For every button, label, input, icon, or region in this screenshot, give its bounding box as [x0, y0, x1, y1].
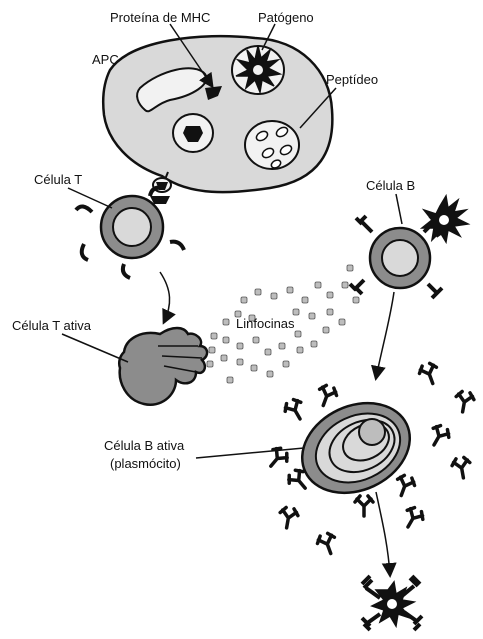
lymphokine-dot — [297, 347, 303, 353]
b-cell-activation-arrow — [376, 292, 394, 378]
b-cell — [370, 228, 430, 288]
lymphokine-dot — [293, 309, 299, 315]
label-apc: APC — [92, 52, 119, 67]
lymphokine-dot — [251, 365, 257, 371]
antibody-icon — [400, 505, 426, 531]
lymphokine-dot — [227, 377, 233, 383]
antibody-icon — [355, 496, 373, 516]
antibody-icon — [278, 507, 299, 530]
lymphokine-dot — [327, 309, 333, 315]
lymphokine-dot — [287, 287, 293, 293]
lymphokine-dot — [253, 337, 259, 343]
antibody-binding-arrow — [376, 492, 390, 575]
lymphokine-dot — [315, 282, 321, 288]
lymphokine-dot — [302, 297, 308, 303]
lymphokine-dot — [267, 371, 273, 377]
lymphokine-dot — [342, 282, 348, 288]
antibody-icon — [426, 423, 452, 449]
antibody-icon — [315, 532, 339, 557]
lymphokine-dot — [311, 341, 317, 347]
label-peptide: Peptídeo — [326, 72, 378, 87]
lymphokine-dot — [221, 355, 227, 361]
lymphokine-dot — [283, 361, 289, 367]
active-t-cell — [119, 328, 207, 405]
lymphokine-dot — [265, 349, 271, 355]
lymphokine-dot — [241, 297, 247, 303]
t-cell-pointer-line — [68, 188, 112, 208]
label-active-b-cell: Célula B ativa — [104, 438, 185, 453]
label-b-cell: Célula B — [366, 178, 415, 193]
t-cell — [76, 188, 184, 278]
lymphokine-dot — [255, 289, 261, 295]
antibody-icon — [315, 384, 339, 409]
lymphokine-dot — [209, 347, 215, 353]
lymphokine-dot — [323, 327, 329, 333]
lymphokine-dot — [347, 265, 353, 271]
t-cell-activation-arrow — [160, 272, 170, 322]
lymphokine-dot — [223, 337, 229, 343]
lymphokine-dot — [279, 343, 285, 349]
lymphokine-dot — [353, 297, 359, 303]
antibody-icon — [451, 457, 472, 480]
lymphokine-dot — [237, 343, 243, 349]
antibody-icon — [454, 391, 475, 414]
b-cell-antigen-spiky-icon — [422, 196, 468, 242]
lymphokine-dot — [327, 292, 333, 298]
label-t-cell: Célula T — [34, 172, 82, 187]
b-cell-pointer-line — [396, 194, 402, 224]
antibody-icon — [417, 362, 441, 387]
lymphokine-dot — [271, 293, 277, 299]
lymphokine-dot — [339, 319, 345, 325]
lymphokine-dot — [211, 333, 217, 339]
antigen-antibody-complex-icon — [362, 576, 422, 630]
label-active-t-cell: Célula T ativa — [12, 318, 92, 333]
antibody-icon — [393, 474, 417, 499]
lymphokine-dot — [309, 313, 315, 319]
lymphokine-dot — [237, 359, 243, 365]
label-lymphokines: Linfocinas — [236, 316, 295, 331]
active-t-pointer-line — [62, 334, 128, 362]
lymphokine-dot — [207, 361, 213, 367]
apc-cell — [103, 36, 332, 192]
label-mhc-protein: Proteína de MHC — [110, 10, 210, 25]
label-plasmocyte: (plasmócito) — [110, 456, 181, 471]
antibody-icon — [282, 397, 308, 423]
label-pathogen: Patógeno — [258, 10, 314, 25]
lymphokine-dot — [295, 331, 301, 337]
lymphokine-dot — [223, 319, 229, 325]
